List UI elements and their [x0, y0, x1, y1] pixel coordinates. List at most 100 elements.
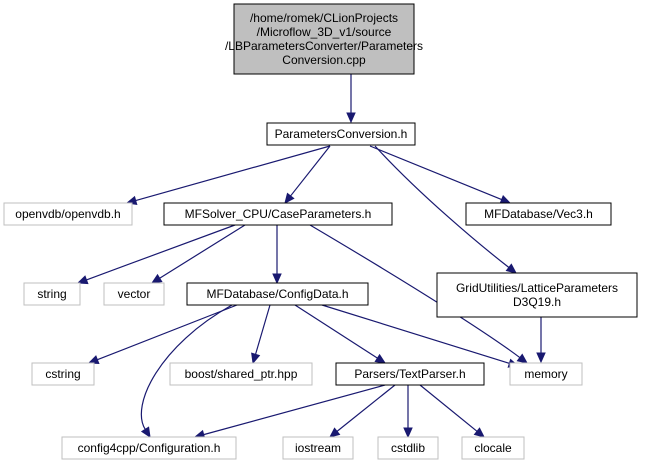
node-label: /LBParametersConverter/Parameters	[225, 39, 423, 53]
arrowhead	[150, 273, 163, 284]
edge-line	[135, 145, 331, 202]
edge-line	[97, 304, 238, 361]
node-vec3[interactable]: MFDatabase/Vec3.h	[465, 202, 612, 226]
node-config4cpp[interactable]: config4cpp/Configuration.h	[61, 436, 237, 460]
edge-line	[159, 224, 246, 279]
node-label: GridUtilities/LatticeParameters	[456, 281, 618, 295]
edge-line	[290, 145, 331, 197]
arrowhead	[536, 352, 546, 364]
edge-line	[140, 304, 233, 430]
node-iostream[interactable]: iostream	[282, 436, 354, 460]
arrowhead	[284, 192, 295, 204]
edge-configdata-to-config4cpp	[140, 304, 233, 439]
arrowhead	[346, 112, 356, 124]
node-string[interactable]: string	[23, 282, 81, 306]
node-label: openvdb/openvdb.h	[15, 207, 120, 221]
edge-caseparams-to-configdata	[272, 225, 282, 285]
arrowhead	[403, 427, 413, 439]
node-vector[interactable]: vector	[103, 282, 165, 306]
node-label: vector	[118, 287, 151, 301]
arrowhead	[87, 355, 100, 364]
edge-line	[254, 304, 271, 355]
node-clocale[interactable]: clocale	[461, 436, 525, 460]
edge-params_h-to-vec3	[369, 145, 512, 204]
node-label: clocale	[474, 441, 512, 455]
nodes-layer: /home/romek/CLionProjects/Microflow_3D_v…	[3, 3, 638, 460]
node-box	[266, 122, 416, 146]
node-openvdb[interactable]: openvdb/openvdb.h	[3, 202, 133, 226]
node-label: MFSolver_CPU/CaseParameters.h	[185, 207, 372, 221]
node-box	[3, 202, 133, 226]
node-configdata[interactable]: MFDatabase/ConfigData.h	[186, 282, 369, 306]
node-memory[interactable]: memory	[509, 362, 583, 386]
node-label: memory	[524, 367, 567, 381]
node-label: boost/shared_ptr.hpp	[185, 367, 298, 381]
node-box	[186, 282, 369, 306]
edge-caseparams-to-string	[76, 224, 236, 285]
edge-configdata-to-shared_ptr	[251, 304, 271, 365]
edge-line	[374, 145, 510, 268]
arrowhead	[505, 263, 517, 274]
node-cstdlib[interactable]: cstdlib	[377, 436, 439, 460]
node-box	[509, 362, 583, 386]
node-box	[169, 362, 313, 386]
node-shared_ptr[interactable]: boost/shared_ptr.hpp	[169, 362, 313, 386]
arrowhead	[329, 427, 341, 438]
arrowhead	[140, 426, 151, 439]
node-root[interactable]: /home/romek/CLionProjects/Microflow_3D_v…	[225, 3, 423, 75]
node-label: MFDatabase/Vec3.h	[484, 207, 593, 221]
edge-caseparams-to-vector	[150, 224, 246, 284]
edge-params_h-to-lattice	[374, 145, 517, 274]
node-box	[335, 362, 485, 386]
edge-line	[336, 384, 396, 432]
node-label: cstring	[45, 367, 80, 381]
node-box	[163, 202, 393, 226]
arrowhead	[272, 273, 282, 285]
arrowhead	[516, 353, 528, 364]
node-label: D3Q19.h	[513, 295, 561, 309]
node-label: /home/romek/CLionProjects	[250, 11, 398, 25]
node-box	[61, 436, 237, 460]
edge-line	[294, 304, 378, 359]
edge-root-to-params_h	[346, 74, 356, 124]
edge-line	[369, 145, 502, 201]
edge-configdata-to-cstring	[87, 304, 238, 364]
node-box	[461, 436, 525, 460]
edge-configdata-to-textparser	[294, 304, 387, 364]
edge-textparser-to-iostream	[329, 384, 396, 438]
edge-line	[419, 384, 478, 432]
edge-line	[203, 384, 386, 436]
arrowhead	[76, 275, 89, 285]
node-label: /Microflow_3D_v1/source	[257, 25, 392, 39]
node-label: Parsers/TextParser.h	[354, 367, 465, 381]
edge-line	[321, 304, 510, 364]
edge-params_h-to-openvdb	[125, 145, 331, 206]
node-caseparams[interactable]: MFSolver_CPU/CaseParameters.h	[163, 202, 393, 226]
node-label: config4cpp/Configuration.h	[78, 441, 221, 455]
node-label: Conversion.cpp	[282, 53, 366, 67]
edge-textparser-to-cstdlib	[403, 385, 413, 439]
node-cstring[interactable]: cstring	[31, 362, 95, 386]
arrowhead	[473, 427, 485, 438]
node-box	[31, 362, 95, 386]
arrowhead	[374, 353, 387, 364]
edge-textparser-to-config4cpp	[193, 384, 386, 440]
node-box	[377, 436, 439, 460]
node-label: iostream	[295, 441, 341, 455]
node-label: string	[37, 287, 66, 301]
node-label: cstdlib	[391, 441, 425, 455]
node-box	[282, 436, 354, 460]
node-box	[465, 202, 612, 226]
arrowhead	[499, 195, 512, 204]
node-textparser[interactable]: Parsers/TextParser.h	[335, 362, 485, 386]
node-params_h[interactable]: ParametersConversion.h	[266, 122, 416, 146]
node-label: MFDatabase/ConfigData.h	[206, 287, 348, 301]
edge-params_h-to-caseparams	[284, 145, 331, 204]
node-box	[436, 272, 638, 318]
edge-line	[86, 224, 236, 281]
edge-lattice-to-memory	[536, 317, 546, 364]
arrowhead	[251, 352, 261, 365]
edge-textparser-to-clocale	[419, 384, 485, 438]
